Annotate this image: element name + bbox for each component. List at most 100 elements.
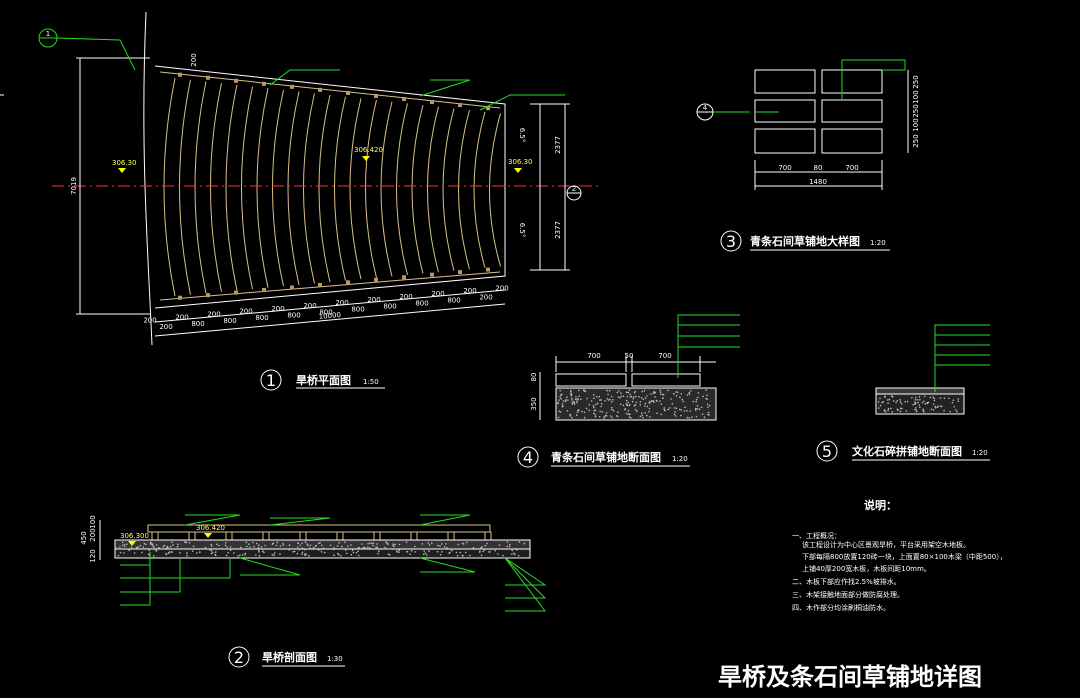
d4-height-1: 80 <box>530 373 538 382</box>
d3-height-label: 100 <box>912 118 920 131</box>
bridge-plan-view: 7019 2377 2377 6.5° 6.5° 200 10000 20020… <box>38 11 600 391</box>
plan-bottom-dim-label: 200 <box>479 294 492 302</box>
d3-marker: 4 <box>696 103 750 121</box>
plan-total-dim: 10000 <box>318 311 341 321</box>
plan-bottom-dim-label: 200 <box>271 305 284 313</box>
plan-elev-right: 306.30 <box>508 158 533 173</box>
svg-text:306.300: 306.300 <box>120 532 149 540</box>
d4-width-2: 50 <box>625 352 634 360</box>
plan-bottom-dim-label: 800 <box>191 320 204 328</box>
d3-height-label: 250 <box>912 104 920 117</box>
sec-height-4: 120 <box>89 549 97 562</box>
plan-view-scale: 1:50 <box>363 378 379 386</box>
sec-scale: 1:30 <box>327 655 343 663</box>
svg-text:2: 2 <box>572 185 576 193</box>
svg-text:4: 4 <box>523 448 533 467</box>
sec-title: 旱桥剖面图 <box>262 650 317 664</box>
plan-bottom-dim-label: 200 <box>367 296 380 304</box>
plan-bottom-dim-label: 800 <box>383 303 396 311</box>
sheet-title: 旱桥及条石间草铺地详图 <box>718 663 982 691</box>
note-line-5: 二、木板下部应作找2.5%坡排水。 <box>792 577 901 586</box>
plan-bottom-dim-label: 200 <box>303 302 316 310</box>
d4-width-3: 700 <box>658 352 671 360</box>
plan-top-edge-dim: 200 <box>190 53 198 66</box>
plan-elev-left: 306.30 <box>112 159 137 173</box>
note-line-1: 一、工程概况： <box>792 531 841 540</box>
svg-text:306.420: 306.420 <box>196 524 225 532</box>
d5-scale: 1:20 <box>972 449 988 457</box>
svg-text:306.30: 306.30 <box>112 159 137 167</box>
plan-bottom-dim-label: 200 <box>431 290 444 298</box>
svg-text:306.30: 306.30 <box>508 158 533 166</box>
d5-title-block: 5 文化石碎拼铺地断面图 1:20 <box>816 440 990 462</box>
sec-title-block: 2 旱桥剖面图 1:30 <box>228 646 345 668</box>
plan-bottom-dim-label: 800 <box>255 314 268 322</box>
plan-bottom-dim-label: 200 <box>495 284 508 292</box>
notes-block: 说明： 一、工程概况： 该工程设计为中心区景观旱桥，平台采用架空木地板。 下部每… <box>792 498 1007 612</box>
d3-total: 1480 <box>809 178 827 186</box>
d5-title: 文化石碎拼铺地断面图 <box>852 444 962 458</box>
plan-title-block: 1 旱桥平面图 1:50 <box>260 369 385 391</box>
d4-title-block: 4 青条石间草铺地断面图 1:20 <box>517 446 690 468</box>
svg-text:2: 2 <box>234 648 244 667</box>
plan-slope-top: 6.5° <box>518 128 526 143</box>
plan-view-title: 旱桥平面图 <box>296 373 351 387</box>
notes-heading: 说明： <box>864 498 897 512</box>
plan-bottom-dim-label: 200 <box>143 316 156 324</box>
note-line-3: 下部每隔800放置120砖一块，上面置80×100木梁（中距500）， <box>802 552 1007 561</box>
plan-bottom-dim-label: 200 <box>175 314 188 322</box>
gravel-section-view: 5 文化石碎拼铺地断面图 1:20 <box>816 324 990 462</box>
plan-bottom-dim-label: 200 <box>207 311 220 319</box>
svg-text:4: 4 <box>703 104 708 112</box>
d4-title: 青条石间草铺地断面图 <box>551 450 661 464</box>
d4-width-1: 700 <box>587 352 600 360</box>
plan-bottom-dim-label: 800 <box>223 317 236 325</box>
note-line-6: 三、木架接触地面部分做防腐处理。 <box>792 590 904 599</box>
sec-height-2: 200 <box>89 528 97 541</box>
sec-height-3: 450 <box>80 531 88 544</box>
plan-half-dim-top: 2377 <box>554 136 562 154</box>
plan-elev-mid: 306.420 <box>354 146 383 161</box>
note-line-4: 上铺40厚200宽木板，木板间距10mm。 <box>802 564 931 573</box>
plan-bottom-dim-label: 800 <box>319 308 332 316</box>
d3-width-3: 700 <box>845 164 858 172</box>
d3-title: 青条石间草铺地大样图 <box>750 234 860 248</box>
d3-height-label: 250 <box>912 134 920 147</box>
d3-width-1: 700 <box>778 164 791 172</box>
plan-slope-bottom: 6.5° <box>518 223 526 238</box>
plan-bottom-dim-label: 800 <box>415 300 428 308</box>
sec-elev-left: 306.300 <box>120 532 149 546</box>
d4-scale: 1:20 <box>672 455 688 463</box>
plan-view-number: 1 <box>266 371 276 390</box>
stone-section-view: 700 50 700 80 350 4 青条石间草铺地断面图 1:20 <box>517 314 740 468</box>
plan-marker-right: 2 <box>566 185 582 201</box>
d3-height-label: 250 <box>912 75 920 88</box>
d4-height-2: 350 <box>530 397 538 410</box>
plan-bottom-dim-label: 800 <box>447 297 460 305</box>
plan-bottom-dim-label: 200 <box>463 287 476 295</box>
svg-text:5: 5 <box>822 442 832 461</box>
note-line-7: 四、木作部分均涂刷桐油防水。 <box>792 603 890 612</box>
sec-height-1: 100 <box>89 515 97 528</box>
plan-bottom-dim-label: 200 <box>335 299 348 307</box>
plan-bottom-dim-label: 200 <box>239 308 252 316</box>
plan-bottom-dim-label: 800 <box>351 305 364 313</box>
svg-text:306.420: 306.420 <box>354 146 383 154</box>
bridge-section-view: 100 200 450 120 306.300 306.420 2 旱桥剖面图 … <box>80 514 547 668</box>
d3-height-label: 100 <box>912 90 920 103</box>
d3-scale: 1:20 <box>870 239 886 247</box>
plan-bottom-dim-label: 200 <box>399 293 412 301</box>
d3-width-2: 80 <box>814 164 823 172</box>
plan-marker-top: 1 <box>38 28 58 48</box>
sec-elev-mid: 306.420 <box>196 524 225 538</box>
svg-text:3: 3 <box>726 232 736 251</box>
d3-title-block: 3 青条石间草铺地大样图 1:20 <box>720 230 890 252</box>
svg-text:1: 1 <box>46 30 50 38</box>
plan-bottom-dim-label: 800 <box>287 311 300 319</box>
note-line-2: 该工程设计为中心区景观旱桥，平台采用架空木地板。 <box>802 540 970 549</box>
plan-half-dim-bottom: 2377 <box>554 221 562 239</box>
plan-bottom-dim-label: 200 <box>159 323 172 331</box>
plan-height-dim: 7019 <box>70 177 78 195</box>
